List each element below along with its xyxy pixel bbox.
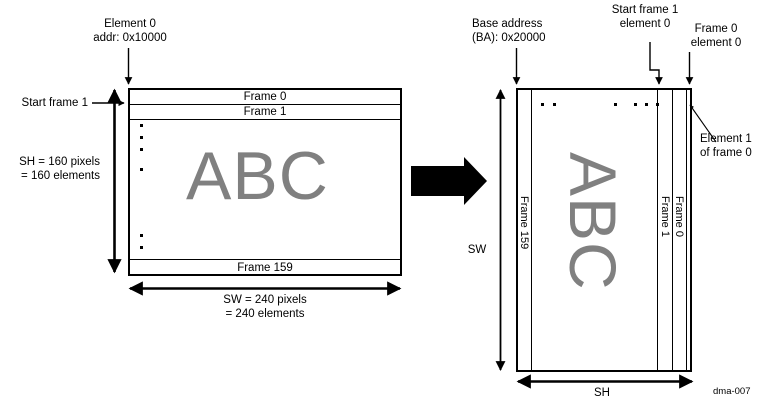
left-vertical-dimension-text: SH = 160 pixels = 160 elements	[19, 156, 100, 182]
right-horizontal-dimension-label: SH	[594, 387, 610, 399]
right-frame159-separator	[531, 90, 532, 370]
left-frame159-label: Frame 159	[237, 262, 293, 274]
right-start-frame1-el0-label: Start frame 1 element 0	[590, 3, 700, 31]
right-element-marker-dot	[541, 103, 544, 106]
right-vertical-dimension-label: SW	[467, 244, 487, 256]
right-start-frame1-el0-leader-arrow	[649, 42, 663, 85]
right-element1-frame0-text: Element 1 of frame 0	[700, 133, 752, 159]
left-vertical-dimension-label: SH = 160 pixels = 160 elements	[8, 155, 100, 183]
left-frame1-separator	[130, 119, 400, 120]
right-frame1-left-separator	[657, 90, 658, 370]
right-frame0-label: Frame 0	[673, 196, 685, 237]
right-frame159-label: Frame 159	[518, 196, 530, 250]
right-image-content: ABC	[556, 152, 630, 291]
right-element-marker-dot	[656, 103, 659, 106]
left-row-marker-dot	[140, 246, 143, 249]
right-element-marker-dot	[553, 103, 556, 106]
right-frame0-separator	[686, 90, 687, 370]
left-frame0-separator	[130, 104, 400, 105]
right-base-address-text: Base address (BA): 0x20000	[472, 18, 546, 44]
left-row-marker-dot	[140, 148, 143, 151]
left-row-marker-dot	[140, 124, 143, 127]
left-start-frame1-label: Start frame 1	[21, 97, 88, 109]
right-element-marker-dot	[614, 103, 617, 106]
left-horizontal-dimension-text: SW = 240 pixels = 240 elements	[223, 294, 307, 320]
left-element0-callout-text: Element 0 addr: 0x10000	[93, 18, 167, 44]
left-frame1-label: Frame 1	[243, 106, 287, 118]
left-image-content: ABC	[186, 138, 329, 214]
right-element-marker-dot	[634, 103, 637, 106]
right-element-marker-dot	[645, 103, 648, 106]
left-frame159-separator	[130, 259, 400, 260]
right-frame0-el0-label: Frame 0 element 0	[674, 22, 758, 50]
left-element0-callout-label: Element 0 addr: 0x10000	[60, 17, 200, 45]
left-frame0-label: Frame 0	[243, 91, 287, 103]
right-base-address-label: Base address (BA): 0x20000	[472, 17, 622, 45]
left-row-marker-dot	[140, 234, 143, 237]
right-frame0-el0-text: Frame 0 element 0	[690, 23, 742, 49]
transformation-arrow	[411, 157, 487, 205]
right-start-frame1-el0-text: Start frame 1 element 0	[611, 4, 679, 30]
right-frame1-right-separator	[672, 90, 673, 370]
right-element1-frame0-label: Element 1 of frame 0	[700, 132, 758, 160]
right-frame-buffer-rect	[516, 88, 692, 372]
figure-id-tag: dma-007	[713, 386, 751, 397]
left-row-marker-dot	[140, 168, 143, 171]
left-horizontal-dimension-label: SW = 240 pixels = 240 elements	[150, 293, 380, 321]
left-row-marker-dot	[140, 136, 143, 139]
right-frame1-label: Frame 1	[659, 196, 671, 237]
